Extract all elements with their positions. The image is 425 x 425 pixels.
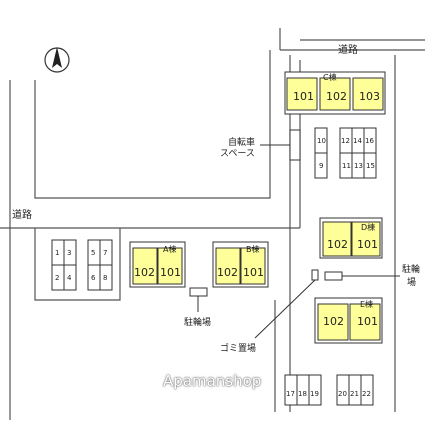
unit-a-102 — [132, 247, 158, 285]
stall-5: 5 — [91, 249, 95, 257]
bicycle-space — [289, 129, 301, 161]
unit-c-101 — [286, 77, 318, 111]
building-a-name: A棟 — [163, 244, 176, 254]
road-top-label: 道路 — [338, 43, 358, 56]
bicycle-space-label-1: 自転車 — [228, 136, 255, 148]
unit-c-103 — [352, 77, 384, 111]
stall-2: 2 — [55, 274, 59, 282]
building-b: B棟 102 101 — [212, 241, 269, 288]
stall-1: 1 — [55, 249, 59, 257]
bike-parking-left — [189, 287, 208, 297]
unit-d-102-label: 102 — [327, 238, 348, 251]
road-left-label: 道路 — [12, 208, 32, 221]
stall-20: 20 — [338, 390, 347, 398]
bike-parking-right-label-1: 駐輪 — [402, 263, 420, 275]
building-c: C棟 101 102 103 — [284, 71, 386, 115]
garbage-area — [311, 269, 319, 281]
building-a: A棟 102 101 — [129, 241, 186, 288]
stall-12: 12 — [341, 137, 350, 145]
building-c-name: C棟 — [323, 72, 337, 82]
unit-c-101-label: 101 — [293, 90, 314, 103]
stall-8: 8 — [103, 274, 107, 282]
stall-15: 15 — [366, 162, 375, 170]
left-lot-edges — [34, 228, 121, 301]
unit-e-101 — [349, 303, 381, 341]
stall-4: 4 — [67, 274, 72, 282]
stall-16: 16 — [365, 137, 374, 145]
bicycle-space-label-2: スペース — [220, 149, 255, 159]
stall-21: 21 — [350, 390, 359, 398]
building-b-name: B棟 — [246, 244, 260, 254]
stall-13: 13 — [354, 162, 363, 170]
parking-top-right — [314, 127, 377, 179]
building-e: E棟 102 101 — [314, 297, 383, 344]
parking-left-a — [51, 239, 77, 291]
stall-19: 19 — [310, 390, 319, 398]
unit-a-101 — [157, 247, 183, 285]
unit-a-102-label: 102 — [134, 266, 155, 279]
building-d-name: D棟 — [361, 222, 375, 232]
unit-b-102 — [215, 247, 241, 285]
north-arrow-icon — [44, 47, 70, 73]
stall-10: 10 — [317, 137, 326, 145]
unit-c-103-label: 103 — [359, 90, 380, 103]
stall-17: 17 — [286, 390, 295, 398]
unit-e-102 — [317, 303, 349, 341]
building-e-name: E棟 — [360, 299, 373, 309]
stall-11: 11 — [342, 162, 351, 170]
unit-c-102-label: 102 — [326, 90, 347, 103]
unit-e-102-label: 102 — [323, 315, 344, 328]
stall-6: 6 — [91, 274, 96, 282]
unit-a-101-label: 101 — [160, 266, 181, 279]
unit-c-102 — [319, 77, 351, 111]
stall-9: 9 — [319, 162, 323, 170]
stall-22: 22 — [362, 390, 371, 398]
parking-bottom — [284, 374, 374, 406]
bike-parking-right — [324, 271, 343, 281]
bike-parking-left-label: 駐輪場 — [184, 316, 211, 328]
building-d: D棟 102 101 — [319, 217, 383, 259]
unit-d-102 — [322, 221, 352, 257]
unit-d-101 — [351, 221, 381, 257]
unit-e-101-label: 101 — [357, 315, 378, 328]
unit-b-101-label: 101 — [243, 266, 264, 279]
garbage-label: ゴミ置場 — [220, 342, 256, 354]
stall-7: 7 — [103, 249, 107, 257]
garbage-leader — [254, 279, 316, 339]
apamanshop-watermark: Apamanshop — [163, 372, 262, 390]
stall-14: 14 — [353, 137, 362, 145]
stall-3: 3 — [67, 249, 71, 257]
inner-road-edge — [34, 50, 271, 199]
unit-b-102-label: 102 — [217, 266, 238, 279]
stall-18: 18 — [298, 390, 307, 398]
bike-parking-right-label-2: 場 — [407, 276, 416, 288]
unit-b-101 — [240, 247, 266, 285]
parking-left-b — [87, 239, 113, 291]
top-road-edges — [279, 28, 425, 51]
unit-d-101-label: 101 — [357, 238, 378, 251]
